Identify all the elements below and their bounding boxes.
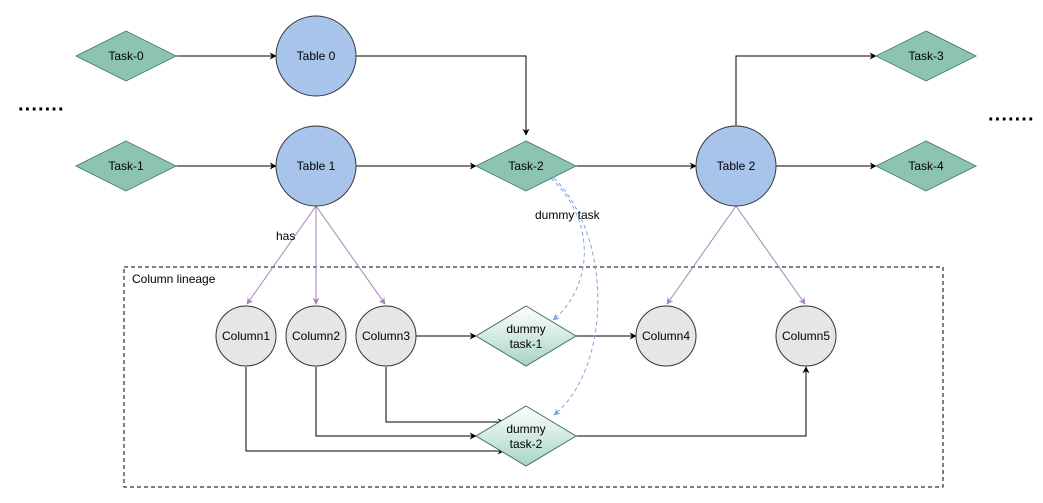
column-5-node[interactable]: Column5 bbox=[775, 305, 837, 367]
column-lineage-container bbox=[123, 266, 944, 488]
dummy-task-2-node[interactable]: dummy task-2 bbox=[475, 405, 577, 467]
task-3-node[interactable]: Task-3 bbox=[874, 30, 978, 82]
task-0-node[interactable]: Task-0 bbox=[74, 30, 178, 82]
edge-table2-col4 bbox=[666, 205, 737, 305]
task-1-label: Task-1 bbox=[108, 159, 144, 173]
table-0-label: Table 0 bbox=[297, 49, 336, 63]
task-2-label: Task-2 bbox=[508, 159, 544, 173]
column-1-node[interactable]: Column1 bbox=[215, 305, 277, 367]
dummy-task-2-label-line1: dummy bbox=[506, 422, 545, 436]
task-4-label: Task-4 bbox=[908, 159, 944, 173]
column-5-label: Column5 bbox=[782, 329, 830, 343]
edge-table0-task2 bbox=[356, 55, 530, 136]
column-lineage-label: Column lineage bbox=[132, 272, 216, 286]
edge-task2-dummy1 bbox=[550, 177, 585, 321]
edge-table1-col1 bbox=[246, 205, 317, 305]
table-1-node[interactable]: Table 1 bbox=[275, 125, 357, 207]
has-label: has bbox=[276, 229, 295, 243]
task-edges bbox=[176, 52, 877, 455]
edge-dummy2-col5 bbox=[576, 366, 810, 437]
column-2-node[interactable]: Column2 bbox=[285, 305, 347, 367]
table-2-label: Table 2 bbox=[717, 159, 756, 173]
dummy-task-1-node[interactable]: dummy task-1 bbox=[475, 305, 577, 367]
dummy-task-2-label-line2: task-2 bbox=[510, 437, 543, 451]
column-1-label: Column1 bbox=[222, 329, 270, 343]
table-0-node[interactable]: Table 0 bbox=[275, 15, 357, 97]
column-4-label: Column4 bbox=[642, 329, 690, 343]
edge-table2-col5 bbox=[735, 205, 806, 305]
edge-table1-col3 bbox=[315, 205, 386, 305]
task-2-node[interactable]: Task-2 bbox=[474, 140, 578, 192]
dummy-task-label: dummy task bbox=[535, 208, 601, 222]
table-1-label: Table 1 bbox=[297, 159, 336, 173]
ellipsis-left: ······· bbox=[18, 99, 65, 121]
column-3-label: Column3 bbox=[362, 329, 410, 343]
column-3-node[interactable]: Column3 bbox=[355, 305, 417, 367]
has-edges bbox=[246, 205, 806, 305]
task-3-label: Task-3 bbox=[908, 49, 944, 63]
column-2-label: Column2 bbox=[292, 329, 340, 343]
table-2-node[interactable]: Table 2 bbox=[695, 125, 777, 207]
edge-task2-dummy2 bbox=[553, 177, 599, 416]
column-4-node[interactable]: Column4 bbox=[635, 305, 697, 367]
edge-col2-dummy2 bbox=[315, 367, 477, 440]
task-4-node[interactable]: Task-4 bbox=[874, 140, 978, 192]
dummy-task-1-label-line1: dummy bbox=[506, 322, 545, 336]
edge-col1-dummy2 bbox=[245, 367, 505, 455]
edge-table2-task3 bbox=[735, 52, 877, 127]
ellipsis-right: ······· bbox=[988, 109, 1035, 131]
task-0-label: Task-0 bbox=[108, 49, 144, 63]
edge-col3-dummy2 bbox=[385, 367, 505, 426]
task-1-node[interactable]: Task-1 bbox=[74, 140, 178, 192]
dummy-task-edges bbox=[550, 177, 599, 416]
dummy-task-1-label-line2: task-1 bbox=[510, 337, 543, 351]
